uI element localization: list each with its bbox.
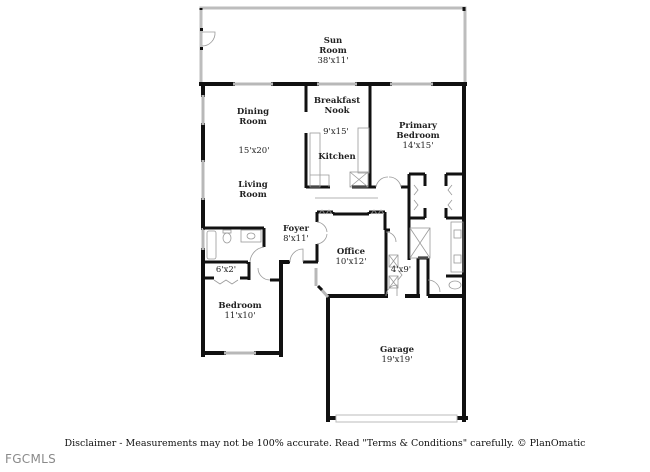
room-name: Primary: [398, 121, 438, 131]
room-dimensions-living-dining: 15'x20': [238, 146, 270, 156]
room-label-primary-bedroom: Primary Bedroom 14'x15': [396, 121, 439, 151]
sun-room-door-icon: [200, 28, 216, 50]
room-dimensions: 8'x11': [283, 234, 309, 244]
room-name: Bedroom: [396, 131, 440, 141]
room-name: Bedroom: [218, 301, 262, 311]
room-name: Office: [336, 247, 366, 257]
room-name: Garage: [379, 345, 415, 355]
room-name: Living: [238, 180, 268, 190]
room-dimensions: 10'x12': [335, 257, 367, 267]
room-name: Sun: [323, 36, 343, 46]
windows: [201, 82, 433, 355]
interior-walls: [203, 84, 464, 296]
room-dimensions: 14'x15': [402, 141, 434, 151]
room-dimensions: 11'x10': [224, 311, 256, 321]
room-dimensions: 19'x19': [381, 355, 413, 365]
room-label-sun-room: Sun Room 38'x11': [317, 36, 348, 66]
room-label-breakfast-nook: Breakfast Nook: [314, 96, 360, 116]
room-name: Room: [239, 190, 267, 200]
room-label-foyer: Foyer 8'x11': [283, 224, 309, 244]
room-label-bedroom: Bedroom 11'x10': [218, 301, 261, 321]
room-name: Dining: [236, 107, 270, 117]
room-name: Foyer: [282, 224, 310, 234]
room-label-kitchen: Kitchen: [318, 152, 356, 162]
room-name: Nook: [324, 106, 350, 116]
room-name: Room: [319, 46, 347, 56]
room-dimensions-nook-kitchen: 9'x15': [323, 127, 349, 137]
room-dimensions: 38'x11': [317, 56, 349, 66]
mls-watermark: FGCMLS: [5, 452, 57, 466]
room-label-laundry: 4'x9': [390, 265, 412, 275]
exterior-walls: [199, 82, 468, 422]
room-label-living-room: Living Room: [238, 180, 268, 200]
disclaimer-text: Disclaimer - Measurements may not be 100…: [64, 438, 586, 449]
room-label-dining-room: Dining Room: [237, 107, 269, 127]
fixtures: [206, 127, 464, 297]
room-label-office: Office 10'x12': [335, 247, 366, 267]
garage-door: [335, 414, 458, 423]
room-name: Breakfast: [313, 96, 361, 106]
room-label-closet: 6'x2': [215, 265, 237, 275]
room-label-garage: Garage 19'x19': [380, 345, 414, 365]
room-name: Room: [239, 117, 267, 127]
